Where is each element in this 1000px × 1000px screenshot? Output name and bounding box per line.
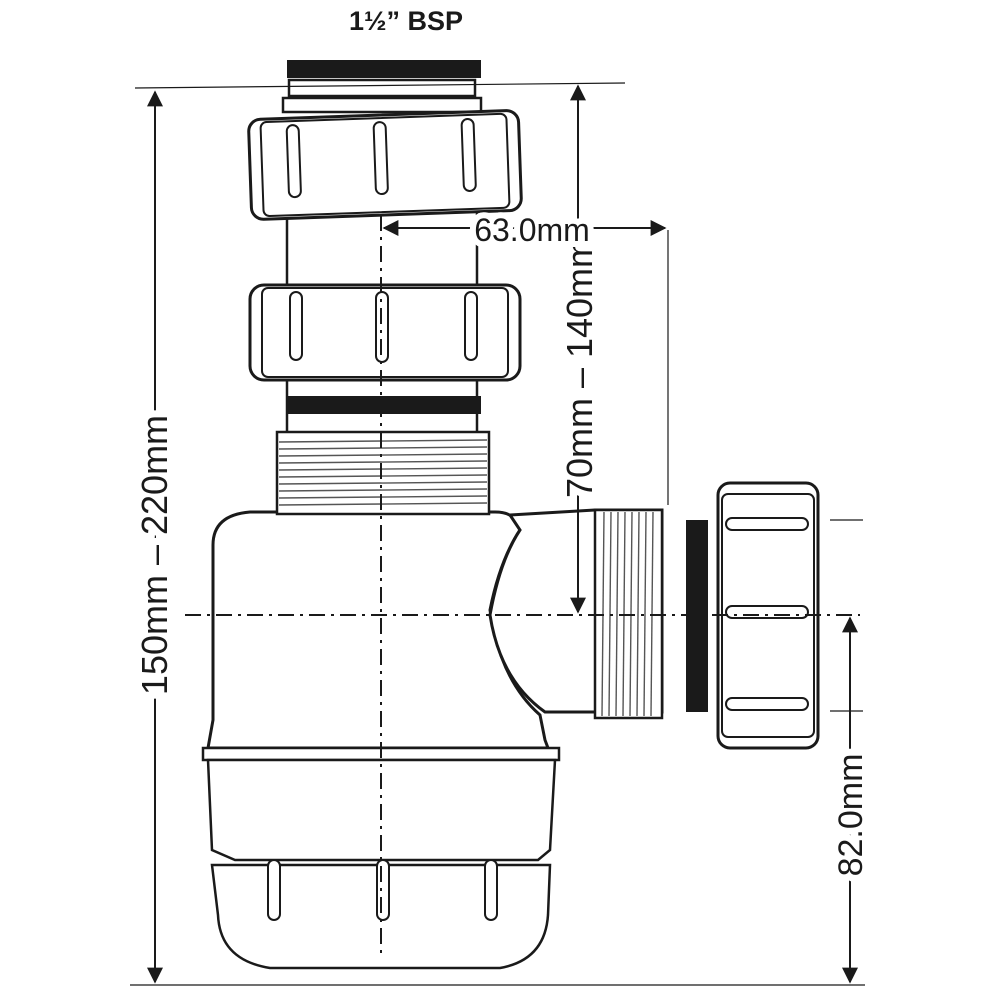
- middle-seal-washer: [287, 396, 481, 414]
- inlet-outlet-label: 70mm – 140mm: [559, 238, 600, 498]
- neck-threads: [278, 439, 488, 506]
- extension-lines: [130, 82, 865, 986]
- upper-compression-nut: [247, 109, 523, 221]
- top-flange: [281, 78, 483, 114]
- top-seal-washer: [287, 60, 481, 78]
- total-height-label: 150mm – 220mm: [134, 415, 175, 695]
- thread-size-label: 1½” BSP: [349, 6, 463, 36]
- outlet-height-label: 82.0mm: [832, 754, 870, 877]
- trap-body: [206, 430, 551, 750]
- outlet-reach-label: 63.0mm: [474, 212, 590, 248]
- dimension-arrows: [147, 84, 858, 984]
- lower-compression-nut: [248, 283, 522, 382]
